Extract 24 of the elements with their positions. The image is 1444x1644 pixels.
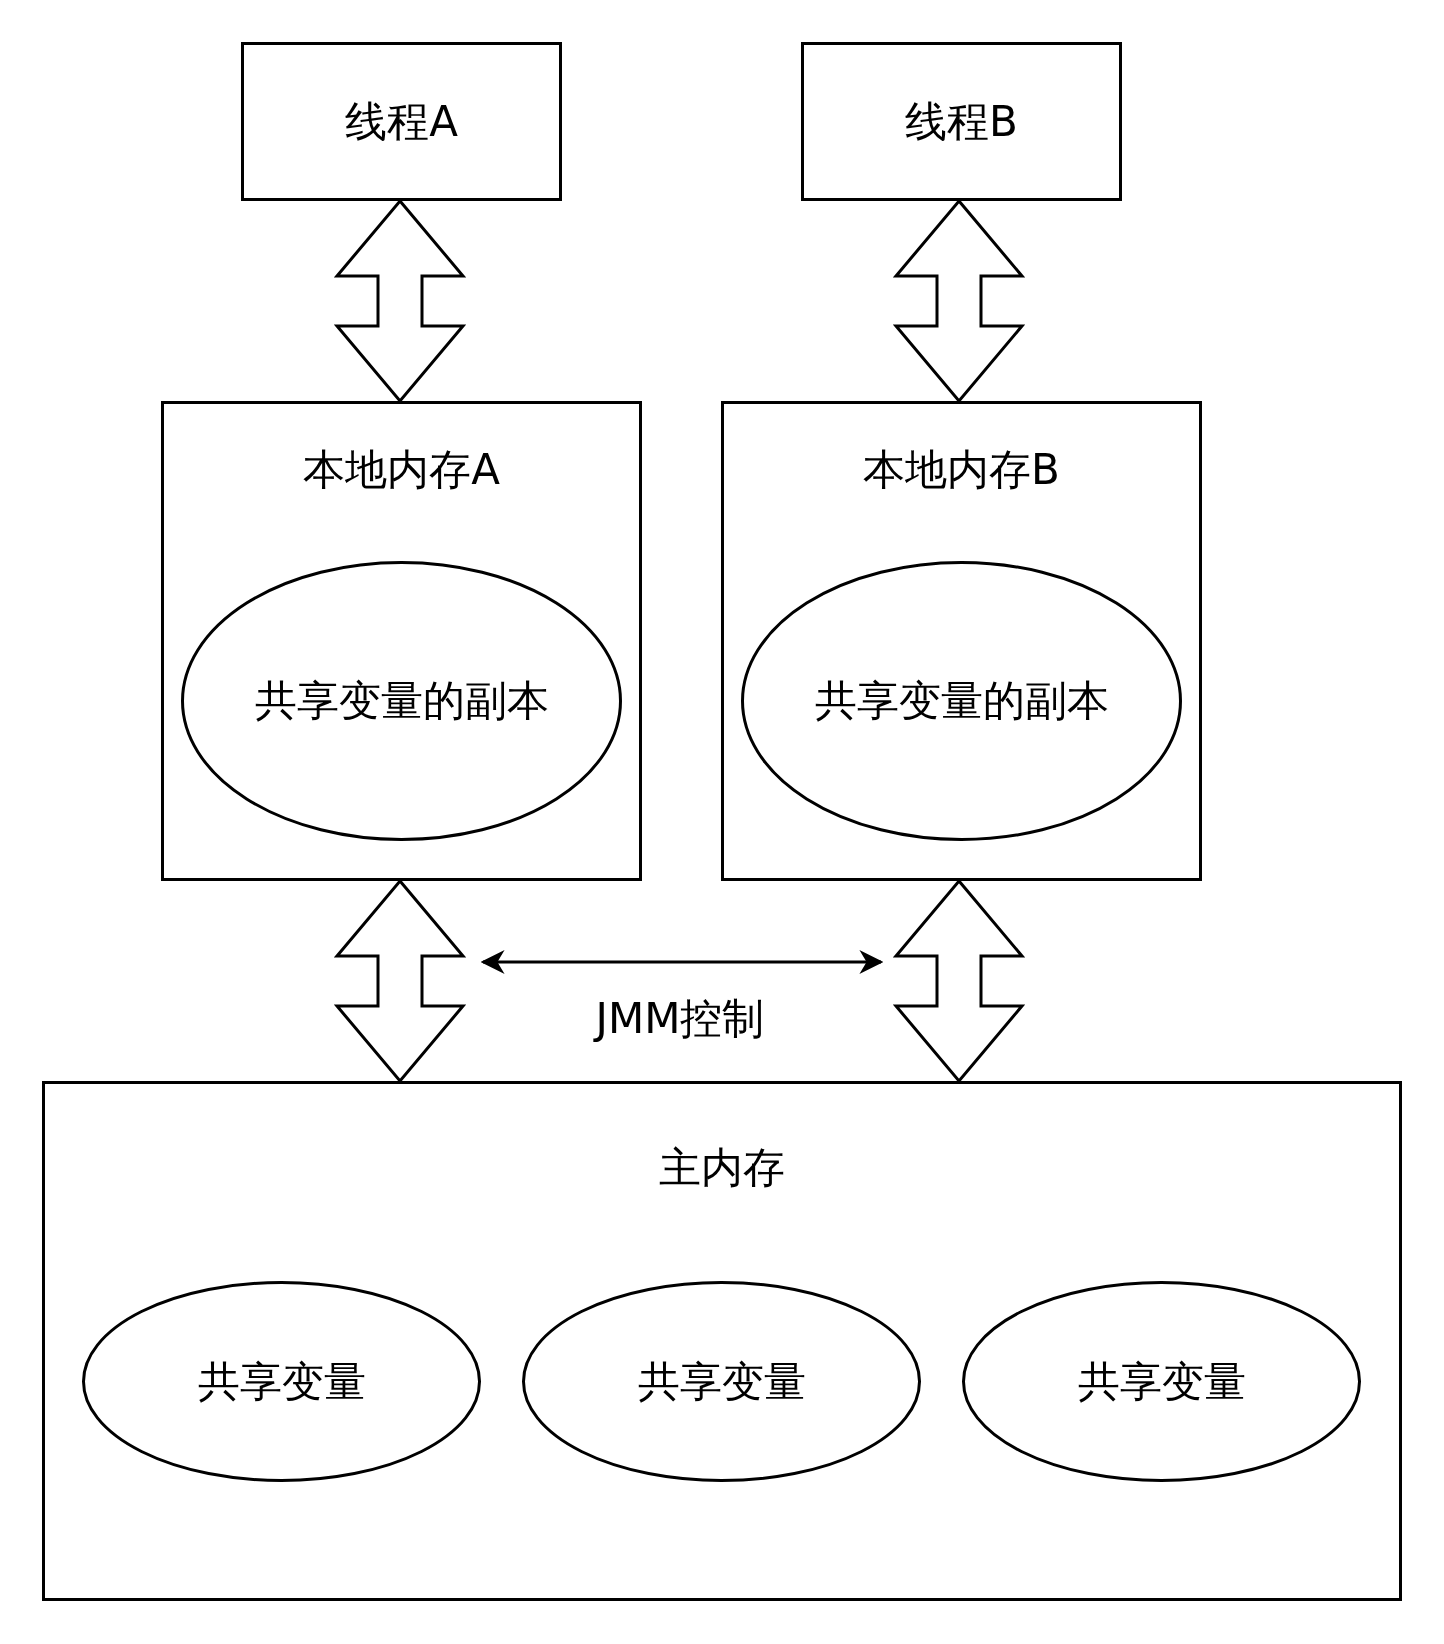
box-title: 主内存 — [659, 1143, 785, 1193]
memory-box — [721, 401, 1202, 881]
box-title: 线程B — [905, 96, 1018, 147]
double-block-arrow — [333, 878, 467, 1084]
variable-ellipse — [741, 561, 1182, 841]
double-block-arrow — [892, 198, 1026, 404]
box-title: 本地内存A — [303, 445, 500, 495]
box-title: 线程A — [345, 96, 458, 147]
ellipse-label: 共享变量 — [1077, 1356, 1246, 1407]
memory-box — [161, 401, 642, 881]
ellipse-label: 共享变量的副本 — [254, 676, 549, 726]
variable-ellipse — [181, 561, 622, 841]
variable-ellipse — [962, 1281, 1361, 1482]
variable-ellipse — [522, 1281, 921, 1482]
double-block-arrow — [892, 878, 1026, 1084]
thread-box — [801, 42, 1122, 201]
double-block-arrow — [333, 198, 467, 404]
variable-ellipse — [82, 1281, 481, 1482]
box-title: 本地内存B — [863, 445, 1060, 495]
main-memory-box — [42, 1081, 1402, 1601]
ellipse-label: 共享变量 — [637, 1356, 806, 1407]
ellipse-label: 共享变量 — [197, 1356, 366, 1407]
thread-box — [241, 42, 562, 201]
ellipse-label: 共享变量的副本 — [814, 676, 1109, 726]
